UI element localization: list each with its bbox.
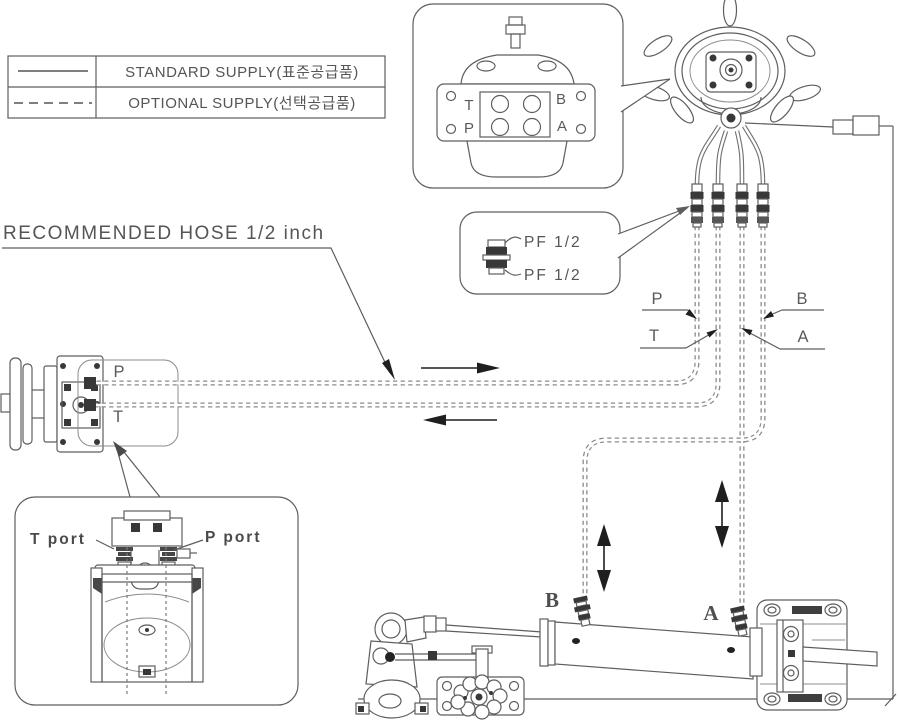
- p-port-label: P port: [205, 529, 262, 546]
- recommended-hose-label: RECOMMENDED HOSE 1/2 inch: [3, 223, 325, 244]
- engine-pump: [0, 355, 179, 453]
- pump-port-t: [84, 399, 96, 411]
- cylinder-assembly: [355, 594, 897, 720]
- hose-fitting-icon: [482, 239, 511, 275]
- flow-arrow-right: [421, 362, 500, 374]
- pump-port-p: [84, 377, 96, 389]
- cylinder-label-b: B: [545, 588, 559, 612]
- annotation-layer: RECOMMENDED HOSE 1/2 inch P B T A P T: [2, 223, 825, 625]
- legend-optional-label: OPTIONAL SUPPLY(선택공급품): [128, 95, 356, 112]
- pump-callout: T port P port: [14, 441, 299, 706]
- helm-pump-callout: T B P A: [412, 3, 671, 189]
- line-label-p: P: [651, 290, 662, 308]
- flow-arrow-left: [423, 414, 497, 426]
- helm-port-a-label: A: [557, 118, 567, 135]
- line-label-t: T: [649, 327, 659, 345]
- hoses: [96, 226, 766, 607]
- mounting-bracket: [749, 599, 878, 711]
- stroke-arrow-b: [596, 523, 612, 593]
- pf-fitting-callout: PF 1/2 PF 1/2: [459, 206, 690, 295]
- pf-lower-label: PF 1/2: [524, 267, 582, 284]
- vent-line-connector: [744, 115, 894, 699]
- line-label-b: B: [796, 290, 807, 308]
- pf-upper-label: PF 1/2: [524, 234, 582, 251]
- helm-port-b-label: B: [556, 91, 566, 108]
- helm-hoses: [694, 124, 766, 187]
- cylinder-label-a: A: [703, 601, 719, 625]
- recommended-hose-leader: [2, 247, 391, 374]
- cylinder-port-a-fitting: [728, 604, 752, 638]
- stroke-arrow-a: [714, 479, 730, 549]
- helm-port-p-label: P: [464, 120, 474, 137]
- hose-fittings: [689, 183, 771, 228]
- cylinder-rod: [802, 646, 878, 667]
- brand-mark-bottom: [788, 694, 822, 702]
- cylinder-port-b-fitting: [571, 594, 595, 628]
- t-port-label: T port: [30, 531, 86, 548]
- helm-port-t-label: T: [464, 97, 473, 114]
- gear-cluster: [385, 645, 525, 720]
- legend-standard-label: STANDARD SUPPLY(표준공급품): [125, 64, 359, 81]
- line-label-a: A: [797, 328, 808, 346]
- pump-port-p-label: P: [113, 363, 124, 381]
- tiller-arm: [355, 612, 543, 719]
- pump-port-t-label: T: [113, 408, 123, 426]
- brand-mark-top: [792, 606, 822, 614]
- legend: STANDARD SUPPLY(표준공급품) OPTIONAL SUPPLY(선…: [7, 55, 386, 119]
